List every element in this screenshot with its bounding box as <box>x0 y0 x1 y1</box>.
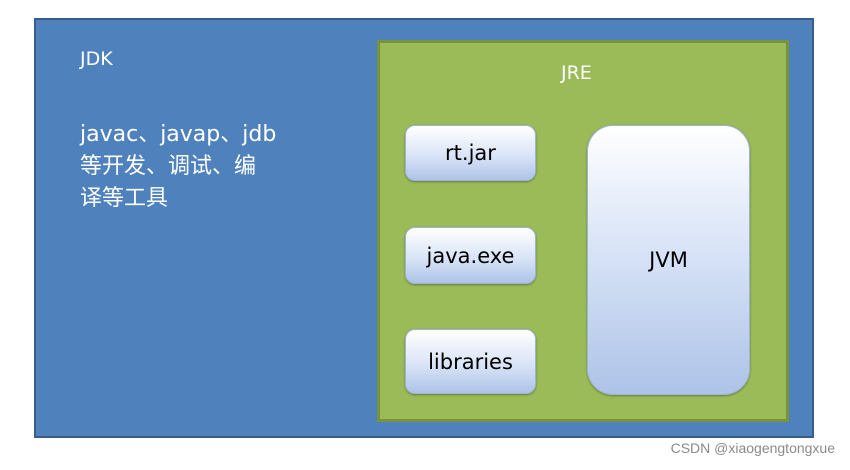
jdk-title: JDK <box>80 48 113 70</box>
jdk-desc-line-2: 等开发、调试、编 <box>80 154 257 179</box>
libraries-box: libraries <box>405 329 536 394</box>
jdk-desc-line-1: javac、javap、jdb <box>80 122 277 147</box>
jvm-label: JVM <box>649 248 688 272</box>
jdk-desc-line-3: 译等工具 <box>80 186 169 211</box>
java-exe-box: java.exe <box>405 227 536 284</box>
jdk-tools-description: javac、javap、jdb 等开发、调试、编 译等工具 <box>80 119 330 215</box>
jre-title: JRE <box>561 62 592 84</box>
jvm-box <box>587 125 750 395</box>
rt-jar-box: rt.jar <box>405 125 536 181</box>
watermark: CSDN @xiaogengtongxue <box>670 440 835 456</box>
